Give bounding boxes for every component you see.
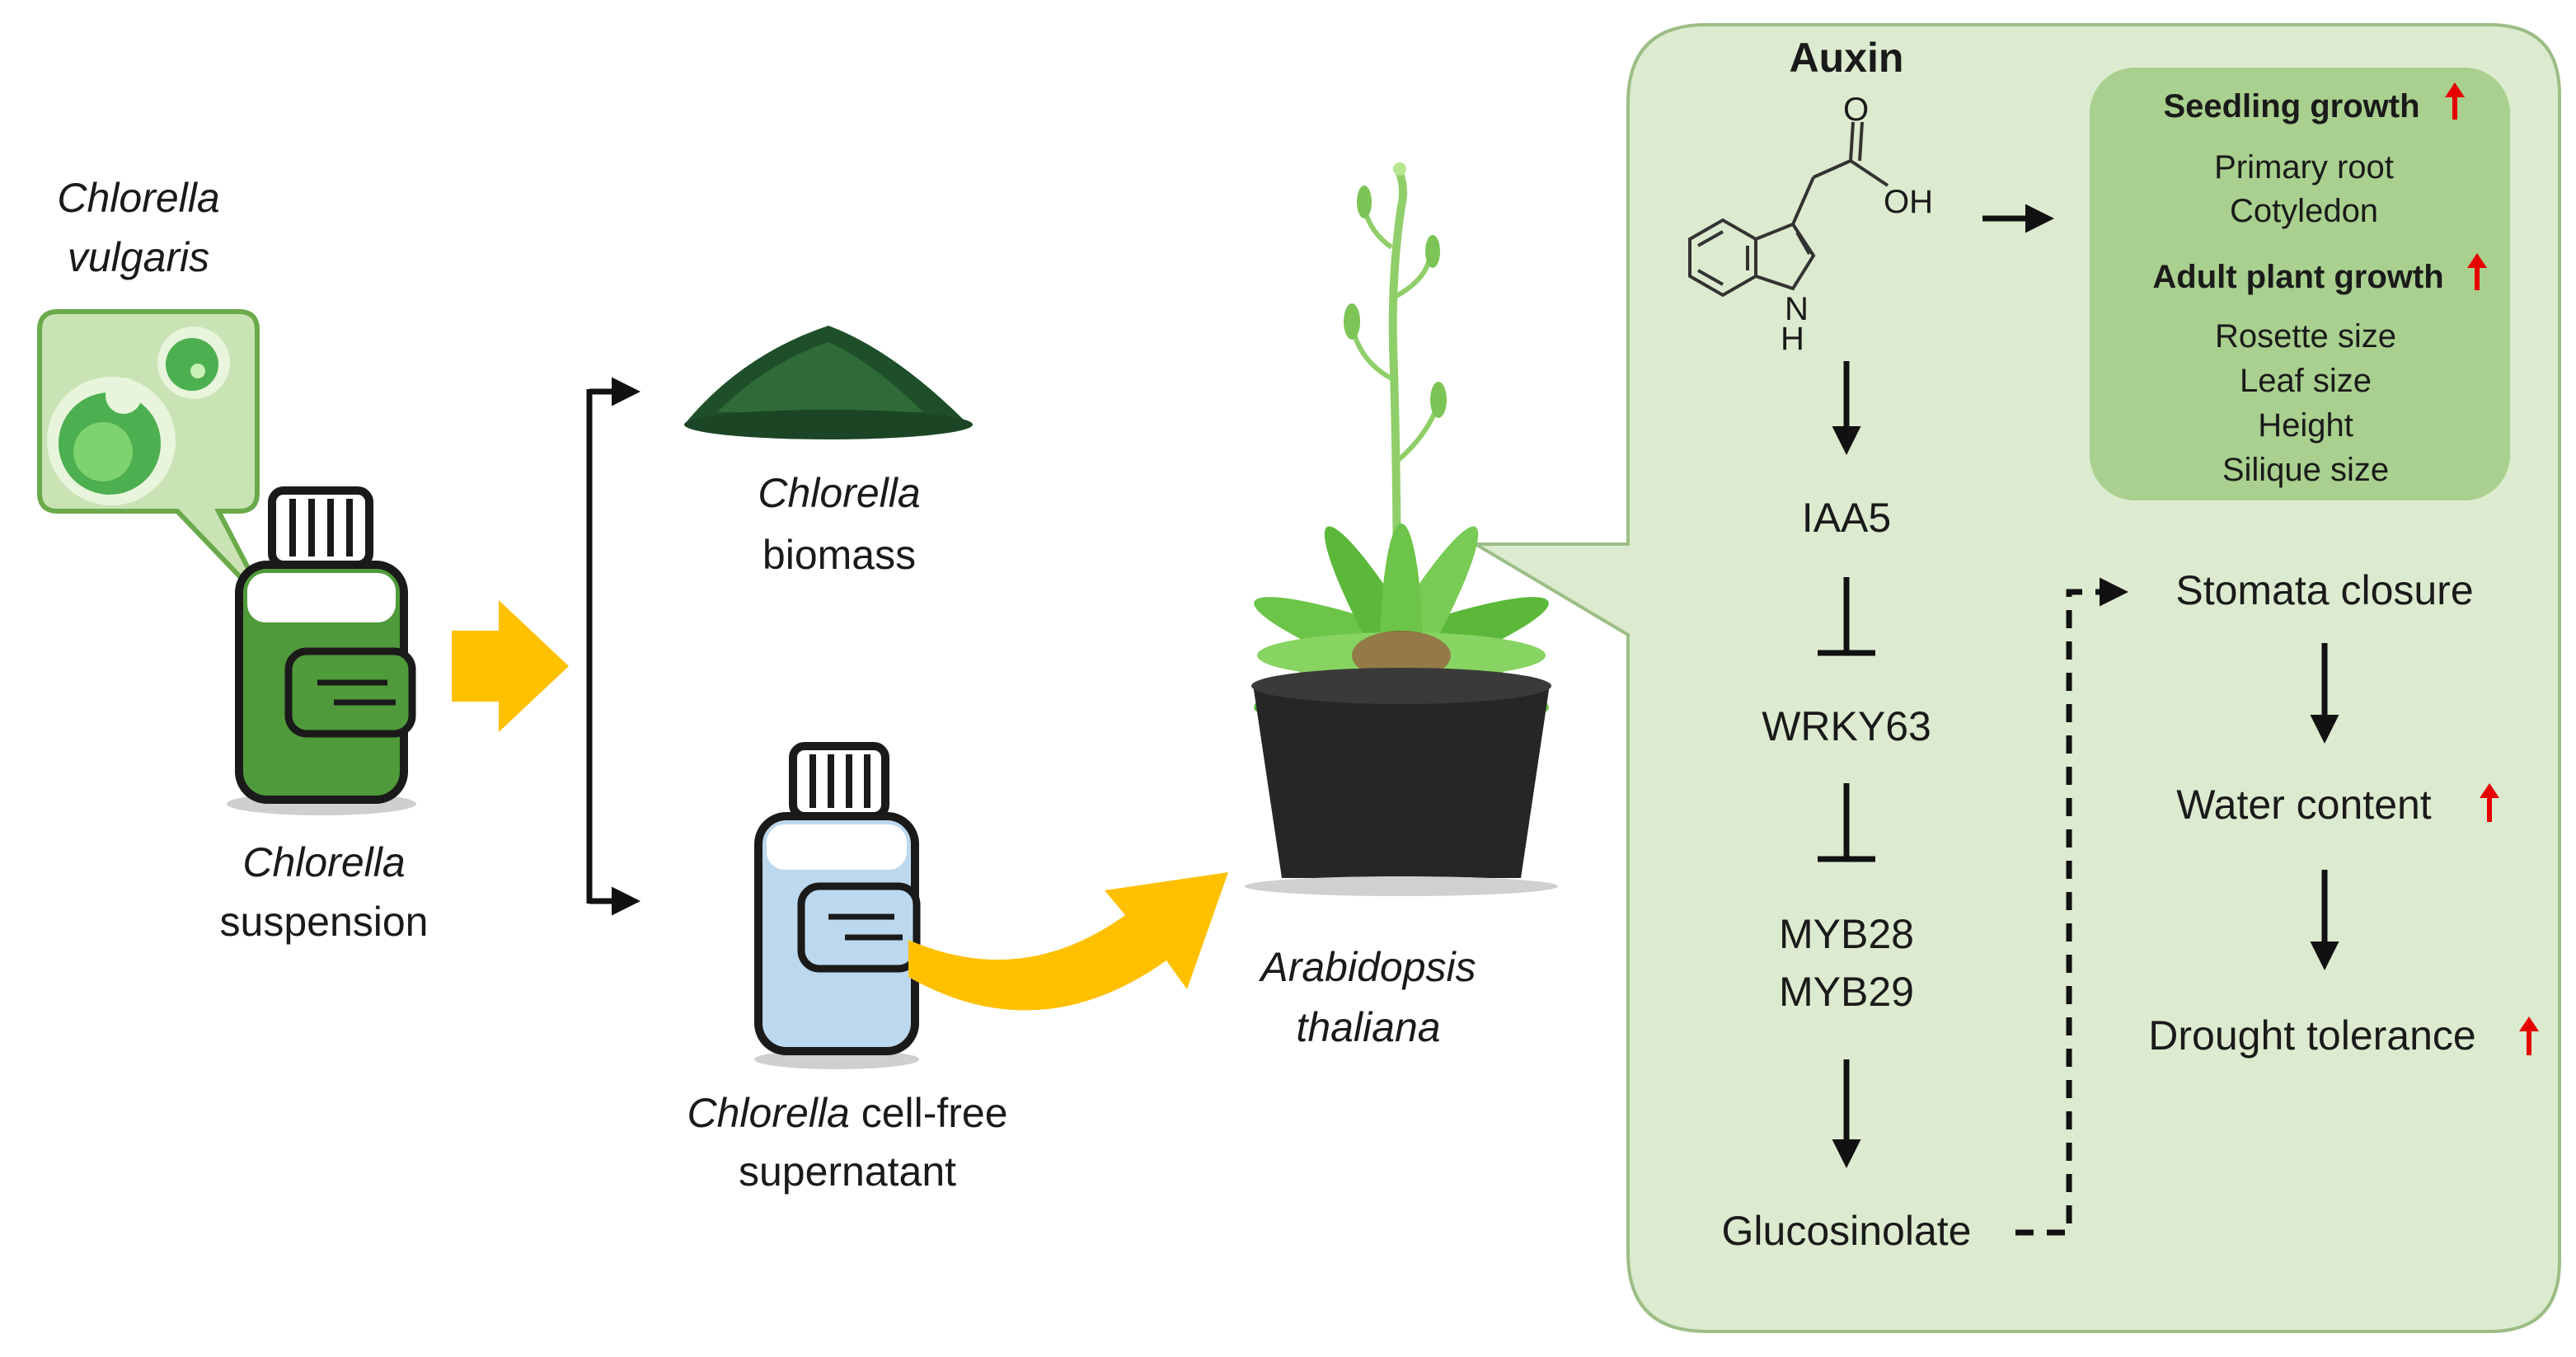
structure-n-label: N — [1785, 291, 1809, 327]
branch-bracket — [586, 377, 640, 916]
water-content-label: Water content — [2176, 782, 2432, 828]
glucosinolate-to-stomata-dashed — [2015, 577, 2128, 1236]
chlorella-cell-small — [157, 326, 230, 399]
structure-oh-label: OH — [1884, 184, 1933, 220]
arabidopsis-plant — [1245, 162, 1558, 896]
supernatant-label-line2: supernatant — [738, 1148, 957, 1195]
application-arrow — [908, 872, 1228, 1011]
adult-item-leaf-size: Leaf size — [2239, 363, 2372, 399]
structure-o-label: O — [1843, 92, 1870, 128]
seedling-growth-title: Seedling growth — [2163, 88, 2420, 124]
increase-arrows — [2445, 82, 2539, 1055]
auxin-title: Auxin — [1789, 35, 1904, 81]
seedling-item-cotyledon: Cotyledon — [2229, 193, 2379, 229]
adult-item-silique-size: Silique size — [2222, 452, 2390, 488]
biomass-label-line1: Chlorella — [758, 470, 921, 516]
suspension-label-line1: Chlorella — [242, 839, 406, 885]
seedling-up-arrow-icon — [2445, 82, 2465, 120]
adult-item-rosette-size: Rosette size — [2214, 318, 2397, 355]
growth-effects-box — [2090, 68, 2510, 500]
gene-wrky63: WRKY63 — [1762, 703, 1931, 749]
gene-iaa5: IAA5 — [1801, 495, 1892, 541]
glucosinolate-label: Glucosinolate — [1721, 1208, 1972, 1254]
water-up-arrow-icon — [2480, 783, 2499, 822]
adult-growth-title: Adult plant growth — [2152, 259, 2444, 295]
suspension-label-line2: suspension — [219, 899, 429, 945]
supernatant-label-line1: Chlorella cell-free — [687, 1090, 1008, 1136]
adult-up-arrow-icon — [2467, 253, 2487, 290]
biomass-label-line2: biomass — [762, 532, 917, 578]
seedling-item-primary-root: Primary root — [2214, 149, 2394, 185]
plant-label-line1: Arabidopsis — [1260, 944, 1476, 990]
pathway-connectors — [1818, 204, 2339, 1168]
gene-myb29: MYB29 — [1779, 969, 1914, 1015]
adult-item-height: Height — [2258, 407, 2353, 444]
biomass-powder — [684, 326, 973, 439]
vulgaris-label-line2: vulgaris — [67, 234, 210, 280]
plant-label-line2: thaliana — [1296, 1004, 1441, 1050]
auxin-structure — [1688, 121, 1889, 298]
structure-h-label: H — [1781, 321, 1804, 357]
stomata-closure-label: Stomata closure — [2175, 567, 2474, 613]
drought-tolerance-label: Drought tolerance — [2148, 1012, 2476, 1059]
drought-up-arrow-icon — [2519, 1017, 2539, 1055]
vulgaris-label-line1: Chlorella — [57, 175, 220, 221]
gene-myb28: MYB28 — [1779, 911, 1914, 957]
process-arrow — [452, 600, 569, 732]
supernatant-bottle — [754, 742, 921, 1069]
suspension-bottle — [227, 486, 416, 815]
chlorella-cell-large — [47, 377, 176, 505]
